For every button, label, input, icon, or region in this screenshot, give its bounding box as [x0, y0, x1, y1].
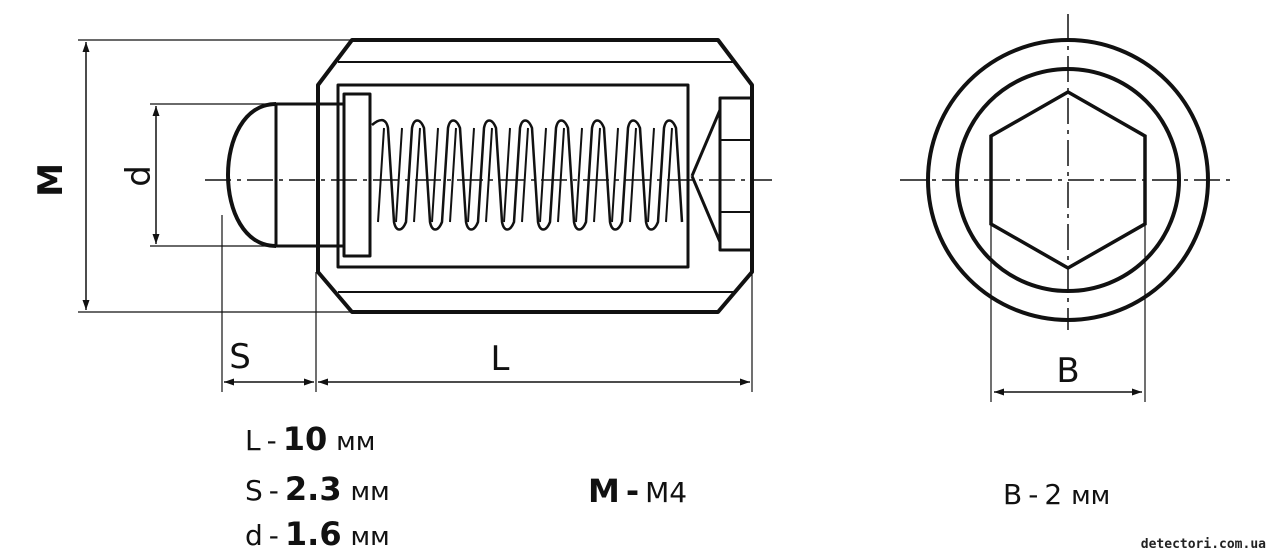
extension-lines — [78, 39, 753, 392]
spec-L-unit: мм — [336, 427, 376, 457]
dim-label-M: M — [31, 163, 71, 197]
body-outline — [316, 38, 754, 314]
spec-B-value: 2 — [1044, 478, 1063, 511]
spec-B-sep: - — [1028, 478, 1039, 511]
spec-L-sep: - — [266, 424, 277, 457]
inner-cavity — [336, 83, 690, 269]
spec-M-value: M4 — [645, 476, 688, 509]
dim-label-B: B — [1056, 351, 1079, 391]
spec-S-value: 2.3 — [284, 470, 342, 508]
spring-coils — [371, 118, 684, 231]
spec-B-name: B — [1003, 478, 1023, 511]
ball-flange — [342, 92, 372, 258]
spec-L-name: L — [245, 424, 261, 457]
spec-d-value: 1.6 — [284, 515, 342, 553]
spec-M-sep: - — [625, 472, 640, 510]
spec-S-name: S — [245, 474, 263, 507]
spec-d: d-1.6 мм — [245, 515, 390, 553]
spec-M-name: M — [588, 472, 620, 510]
spec-S: S-2.3 мм — [245, 470, 390, 508]
spec-d-unit: мм — [350, 522, 390, 552]
spec-B: B-2 мм — [1003, 478, 1110, 511]
dim-label-d: d — [119, 165, 159, 187]
ball-tip — [226, 102, 277, 248]
side-view — [226, 38, 754, 314]
spec-S-unit: мм — [350, 477, 390, 507]
socket-end — [718, 96, 754, 252]
spec-d-name: d — [245, 519, 263, 552]
socket-cone-lower — [690, 175, 722, 243]
spec-L: L-10 мм — [245, 420, 375, 458]
spec-L-value: 10 — [282, 420, 328, 458]
spec-d-sep: - — [268, 519, 279, 552]
socket-cone-upper — [690, 109, 722, 177]
dimension-arrows — [82, 42, 1142, 396]
dim-label-L: L — [491, 339, 510, 379]
spec-M: M-M4 — [588, 472, 687, 510]
spring-coils-back — [377, 127, 673, 223]
ball-collar — [274, 102, 346, 248]
end-view — [900, 14, 1230, 402]
spec-S-sep: - — [268, 474, 279, 507]
spec-B-unit: мм — [1071, 481, 1111, 511]
dim-label-S: S — [229, 337, 251, 377]
watermark: detectori.com.ua — [1140, 537, 1266, 552]
